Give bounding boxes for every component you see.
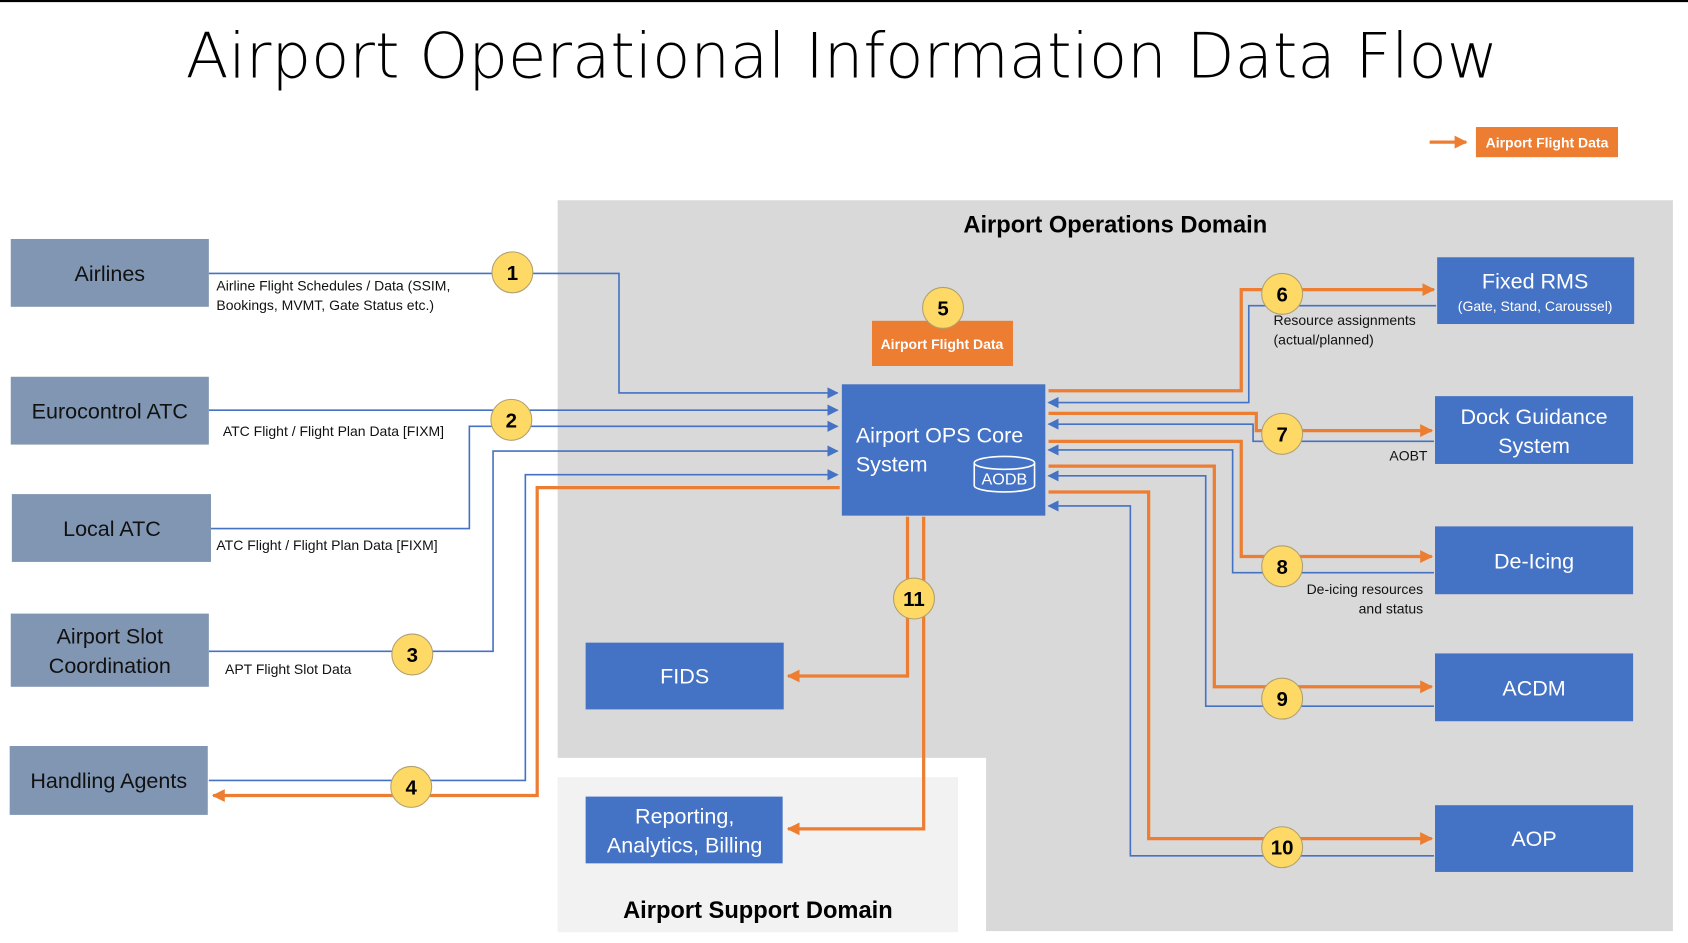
dock-guidance-label-line2: System <box>1498 434 1570 458</box>
airport-ops-core-system[interactable]: Airport OPS Core System AODB <box>841 384 1046 516</box>
step-badge-2: 2 <box>490 398 533 441</box>
flow-label-7: AOBT <box>1389 448 1428 464</box>
acdm-label: ACDM <box>1502 676 1565 700</box>
external-system-eurocontrol[interactable]: Eurocontrol ATC <box>10 376 209 445</box>
step-badge-label: 4 <box>406 776 418 799</box>
core-tag-label: Airport Flight Data <box>881 336 1004 352</box>
de-icing-label: De-Icing <box>1494 549 1574 573</box>
flow-line-dock-inbound <box>1047 418 1434 443</box>
external-system-airlines[interactable]: Airlines <box>10 238 209 307</box>
legend-swatch <box>1475 127 1619 158</box>
step-badge-8: 8 <box>1261 545 1304 588</box>
flow-label-1-line2: Bookings, MVMT, Gate Status etc.) <box>216 297 434 313</box>
flow-line-airlines <box>208 272 839 399</box>
system-de-icing[interactable]: De-Icing <box>1435 526 1634 595</box>
system-acdm[interactable]: ACDM <box>1435 653 1634 722</box>
flow-line-acdm-inbound <box>1047 470 1434 707</box>
flow-line-handling-inbound <box>208 469 839 782</box>
airlines-label: Airlines <box>75 262 146 286</box>
flow-line-dock-outbound <box>1048 411 1434 438</box>
aop-label: AOP <box>1511 827 1556 851</box>
flow-line-deicing-inbound <box>1047 444 1434 574</box>
fixed-rms-label: Fixed RMS <box>1482 269 1588 293</box>
flow-label-8-line1: De-icing resources <box>1307 581 1424 597</box>
core-label-line1: Airport OPS Core <box>856 423 1023 447</box>
airport-flight-data-tag: Airport Flight Data <box>871 320 1014 367</box>
core-label-line2: System <box>856 453 928 477</box>
external-system-local-atc[interactable]: Local ATC <box>11 494 211 562</box>
step-badge-label: 7 <box>1276 423 1287 446</box>
step-badge-9: 9 <box>1261 677 1304 720</box>
handling-agents-label: Handling Agents <box>30 769 187 793</box>
flow-label-1-line1: Airline Flight Schedules / Data (SSIM, <box>216 278 450 294</box>
flow-line-fixed-rms-outbound <box>1048 283 1436 393</box>
page-title: Airport Operational Information Data Flo… <box>186 20 1498 93</box>
step-badge-label: 11 <box>903 588 925 611</box>
flow-line-fids-outbound <box>786 516 910 683</box>
slot-coordination-label-line1: Airport Slot <box>57 625 163 649</box>
flow-line-fixed-rms-inbound <box>1047 304 1437 409</box>
system-aop[interactable]: AOP <box>1435 805 1634 872</box>
system-fids[interactable]: FIDS <box>585 642 784 710</box>
flow-label-3: APT Flight Slot Data <box>225 661 352 677</box>
database-icon: AODB <box>973 455 1036 493</box>
step-badge-7: 7 <box>1261 412 1304 455</box>
flow-line-acdm-outbound <box>1048 464 1434 694</box>
reporting-label-line1: Reporting, <box>635 805 734 829</box>
step-badge-label: 3 <box>407 644 418 667</box>
flow-line-deicing-outbound <box>1048 439 1434 564</box>
operations-domain-label: Airport Operations Domain <box>963 213 1267 239</box>
step-badge-3: 3 <box>391 633 434 676</box>
external-system-slot-coordination[interactable]: Airport Slot Coordination <box>10 613 209 687</box>
fixed-rms-sublabel: (Gate, Stand, Caroussel) <box>1458 298 1613 314</box>
step-badge-label: 2 <box>506 409 517 432</box>
step-badge-11: 11 <box>892 577 935 620</box>
reporting-label-line2: Analytics, Billing <box>607 834 762 858</box>
step-badge-label: 1 <box>507 262 518 285</box>
local-atc-label: Local ATC <box>63 517 161 541</box>
step-badge-4: 4 <box>390 765 433 808</box>
badge-group: 1 2 3 4 5 6 7 8 9 10 11 <box>390 251 1304 869</box>
step-badge-10: 10 <box>1261 826 1304 869</box>
legend: Airport Flight Data <box>1429 127 1619 158</box>
support-domain-label: Airport Support Domain <box>623 898 893 924</box>
step-badge-6: 6 <box>1261 272 1304 315</box>
flow-line-handling-outbound <box>211 486 840 802</box>
step-badge-label: 9 <box>1276 688 1287 711</box>
flow-label-6-line2: (actual/planned) <box>1274 331 1374 347</box>
system-reporting[interactable]: Reporting, Analytics, Billing <box>585 796 783 864</box>
flow-label-8-line2: and status <box>1359 601 1424 617</box>
flow-label-2: ATC Flight / Flight Plan Data [FIXM] <box>223 423 444 439</box>
system-fixed-rms[interactable]: Fixed RMS (Gate, Stand, Caroussel) <box>1437 257 1635 325</box>
flow-label-6-line1: Resource assignments <box>1274 312 1416 328</box>
slot-coordination-label-line2: Coordination <box>49 654 171 678</box>
flow-label-2b: ATC Flight / Flight Plan Data [FIXM] <box>216 537 437 553</box>
flow-line-slot-coordination <box>208 445 839 653</box>
flow-line-reporting-outbound <box>786 516 926 836</box>
legend-label: Airport Flight Data <box>1486 134 1609 150</box>
eurocontrol-label: Eurocontrol ATC <box>32 400 188 424</box>
step-badge-label: 6 <box>1276 283 1287 306</box>
external-system-handling-agents[interactable]: Handling Agents <box>9 746 208 815</box>
step-badge-5: 5 <box>922 286 965 329</box>
step-badge-1: 1 <box>491 251 534 294</box>
step-badge-label: 10 <box>1271 837 1294 860</box>
flow-line-local-atc <box>210 420 839 530</box>
fids-label: FIDS <box>660 665 709 689</box>
step-badge-label: 5 <box>937 297 948 320</box>
dock-guidance-label-line1: Dock Guidance <box>1460 405 1607 429</box>
operations-domain <box>557 200 1673 932</box>
aodb-label: AODB <box>982 470 1028 488</box>
system-dock-guidance[interactable]: Dock Guidance System <box>1435 396 1634 464</box>
step-badge-label: 8 <box>1276 556 1287 579</box>
